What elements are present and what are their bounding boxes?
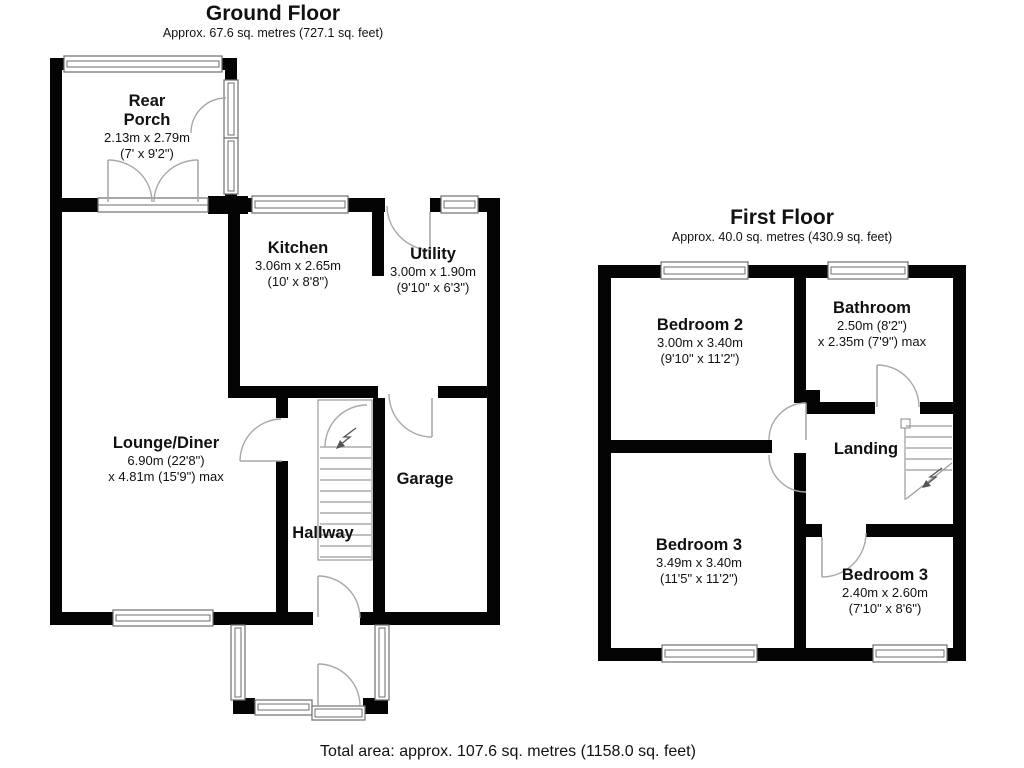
french-doors [107,159,199,203]
door-arc [190,97,227,134]
door-arc [317,663,361,707]
room-label-bedroom-3-right: Bedroom 3 2.40m x 2.60m (7'10" x 8'6") [841,566,929,616]
first-floor-doors [768,364,920,578]
ground-floor-windows [63,55,479,721]
staircase-first [900,418,953,500]
first-floor-title: First Floor [730,206,834,229]
door-arc [821,532,867,578]
window [827,261,909,280]
window [661,644,758,663]
door-arc [768,454,807,493]
window [254,699,313,716]
door-arc [388,393,433,438]
window [660,261,749,280]
door-arc [386,205,431,251]
door-arc [876,364,920,408]
room-label-bedroom-3-left: Bedroom 3 3.49m x 3.40m (11'5" x 11'2") [655,536,743,586]
first-floor-subtitle: Approx. 40.0 sq. metres (430.9 sq. feet) [671,230,893,244]
door-arc [239,418,282,462]
window [223,137,239,195]
door-arc [317,575,361,619]
door-arc [324,404,368,448]
ground-floor-doors [107,97,433,707]
window [374,624,390,701]
ground-floor-plan [50,55,500,721]
total-area-text: Total area: approx. 107.6 sq. metres (11… [320,743,696,760]
door-arc [768,402,807,441]
glazed-door-panel [223,79,239,139]
first-floor-windows [660,261,948,663]
door-threshold [97,197,209,213]
stairs-down-arrow [925,467,943,486]
room-label-hallway: Hallway [292,524,354,542]
ground-floor-title: Ground Floor [205,2,341,25]
room-label-utility: Utility 3.00m x 1.90m (9'10" x 6'3") [390,245,476,295]
window [112,609,214,627]
room-label-landing: Landing [833,440,899,458]
ground-floor-walls [50,58,500,714]
room-label-lounge-diner: Lounge/Diner 6.90m (22'8") x 4.81m (15'9… [108,434,224,484]
window [251,195,349,214]
window [230,624,246,701]
room-label-bedroom-2: Bedroom 2 3.00m x 3.40m (9'10" x 11'2") [656,316,744,366]
window [63,55,223,73]
window [872,644,948,663]
first-floor-plan [598,261,966,663]
stairs-up-arrow [339,427,357,446]
staircase-ground [317,399,373,561]
room-label-rear-porch: Rear Porch 2.13m x 2.79m (7' x 9'2") [104,92,190,161]
door-threshold [311,705,366,721]
ground-floor-subtitle: Approx. 67.6 sq. metres (727.1 sq. feet) [162,26,384,40]
window [440,195,479,214]
room-label-kitchen: Kitchen 3.06m x 2.65m (10' x 8'8") [255,239,341,289]
room-label-bathroom: Bathroom 2.50m (8'2") x 2.35m (7'9") max [817,299,927,349]
room-label-garage: Garage [396,470,454,488]
